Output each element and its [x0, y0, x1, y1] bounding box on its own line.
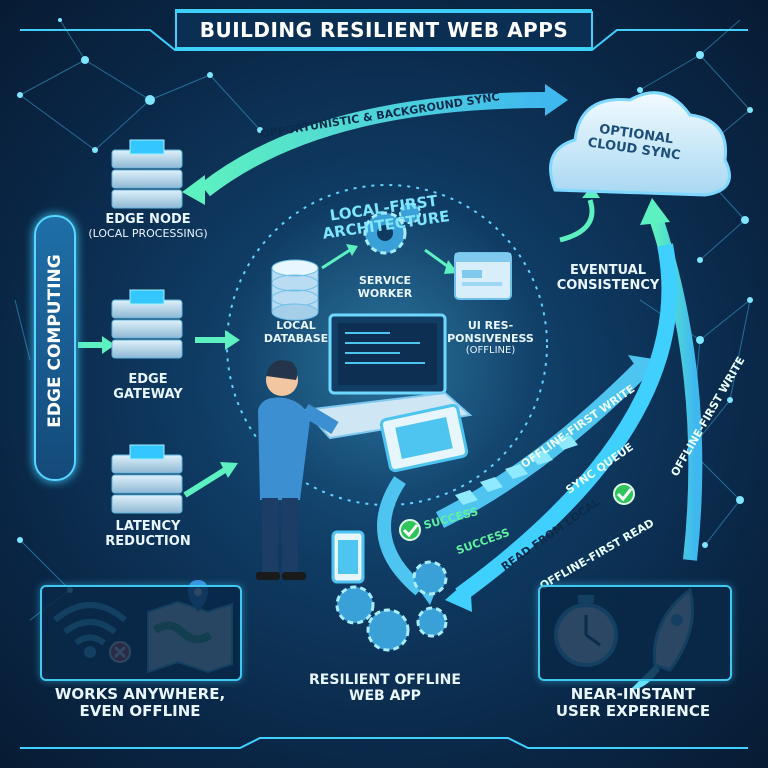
server-icon-1: [111, 139, 183, 209]
server-icon-2: [111, 289, 183, 359]
success-check-icon-1: [399, 519, 421, 541]
ui-responsiveness-label: UI RES- PONSIVENESS (OFFLINE): [447, 319, 534, 357]
works-anywhere-panel: [40, 585, 242, 681]
works-anywhere-label: WORKS ANYWHERE, EVEN OFFLINE: [54, 685, 226, 721]
local-database-label: LOCAL DATABASE: [263, 319, 329, 345]
near-instant-label: NEAR-INSTANT USER EXPERIENCE: [555, 685, 711, 721]
sync-queue-chevrons: [455, 435, 578, 505]
cloud-icon: [549, 91, 731, 197]
header-frame: [20, 9, 748, 51]
database-icon: [271, 259, 319, 321]
eventual-consistency-label: EVENTUAL CONSISTENCY: [556, 263, 660, 293]
offline-read-arrow: [455, 243, 678, 602]
near-instant-panel: [538, 585, 732, 681]
edge-node-label: EDGE NODE (LOCAL PROCESSING): [88, 212, 208, 240]
tablet-icon: [379, 403, 469, 473]
person-figure: [256, 360, 339, 580]
edge-computing-bar: EDGE COMPUTING: [34, 215, 76, 481]
gear-icon: [363, 202, 421, 255]
top-sync-arrow: [200, 92, 546, 197]
page-title: BUILDING RESILIENT WEB APPS: [199, 18, 569, 42]
edge-computing-label: EDGE COMPUTING: [45, 254, 65, 428]
browser-window-icon: [454, 252, 512, 300]
gear-cluster-icon: [335, 560, 448, 652]
resilient-app-label: RESILIENT OFFLINE WEB APP: [309, 672, 461, 705]
phone-icon: [331, 530, 365, 584]
architecture-circle: [226, 184, 548, 506]
server-icon-3: [111, 444, 183, 514]
service-worker-label: SERVICE WORKER: [357, 274, 413, 300]
bottom-frame: [20, 737, 748, 749]
title-box: [175, 11, 593, 49]
title-banner: BUILDING RESILIENT WEB APPS: [170, 4, 598, 52]
edge-gateway-label: EDGE GATEWAY: [113, 372, 183, 402]
latency-reduction-label: LATENCY REDUCTION: [105, 519, 191, 549]
laptop-icon: [302, 313, 473, 440]
success-check-icon-2: [613, 483, 635, 505]
